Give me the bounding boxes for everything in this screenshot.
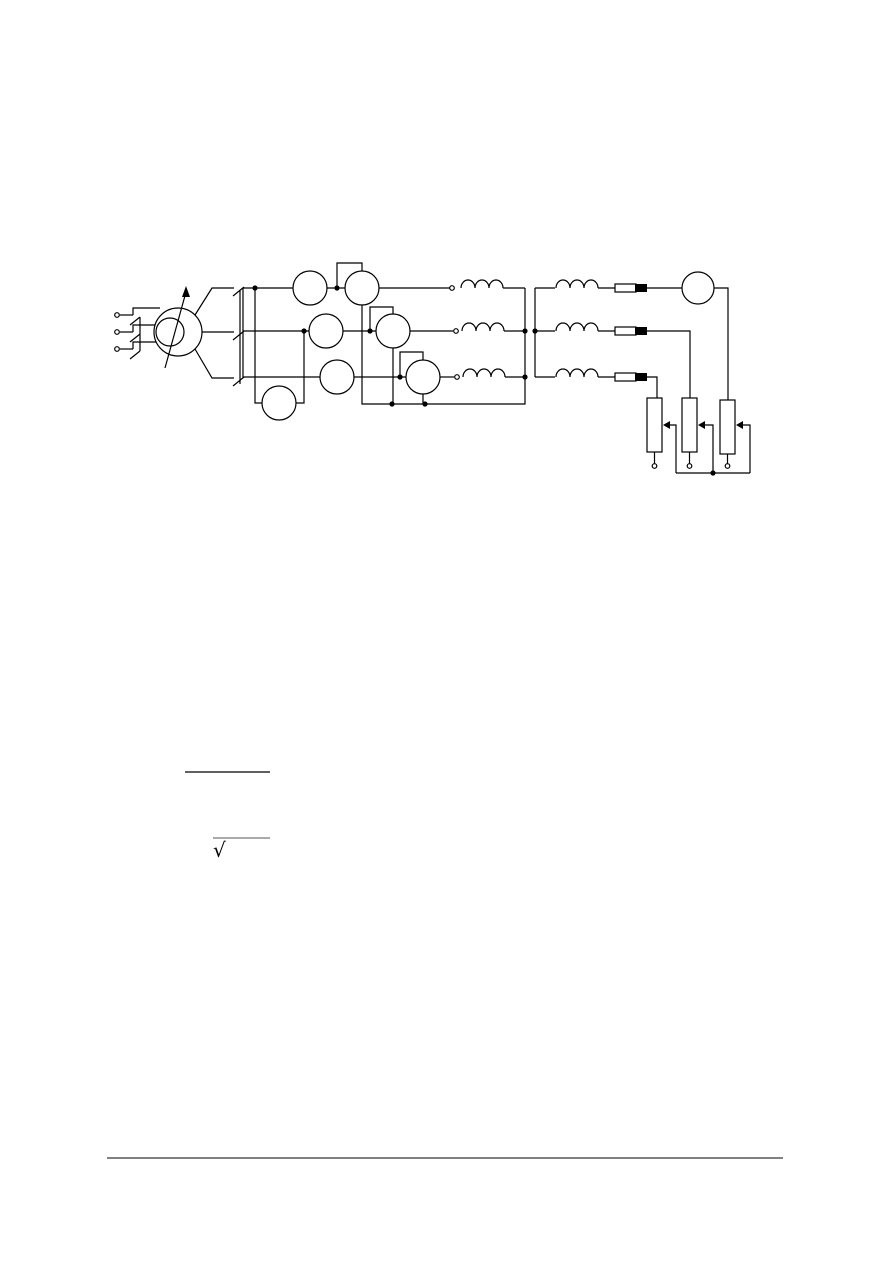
terminal: [686, 463, 693, 469]
meter-circle: [375, 313, 411, 349]
meter-circle: [344, 270, 380, 306]
terminal: [449, 285, 455, 291]
current-transformer-core: [635, 327, 647, 335]
rheostat-slider: [703, 424, 714, 473]
slider-arrow: [736, 421, 743, 429]
current-transformer: [614, 283, 637, 293]
junction-dot: [710, 470, 716, 476]
wire: [132, 307, 160, 349]
rheostat-slider: [741, 424, 751, 473]
wire: [361, 288, 526, 405]
rheostat: [719, 399, 736, 455]
terminal: [724, 463, 731, 469]
meter-circle: [292, 270, 328, 306]
wire: [369, 306, 394, 331]
wire: [336, 262, 363, 288]
wire: [232, 286, 245, 387]
inductor-coil: [555, 368, 599, 378]
arrow-head: [182, 286, 190, 297]
junction-dot: [389, 401, 395, 407]
meter-circle: [261, 385, 297, 421]
terminal: [651, 463, 658, 469]
junction-dot: [522, 374, 528, 380]
terminal: [114, 329, 120, 335]
junction-dot: [422, 401, 428, 407]
current-transformer: [614, 326, 637, 336]
inductor-coil: [461, 322, 505, 332]
meter-circle: [319, 359, 355, 395]
inductor-coil: [460, 279, 504, 289]
meter-circle: [405, 359, 441, 395]
wire: [714, 287, 729, 400]
wire: [647, 330, 691, 398]
meter-circle: [308, 313, 344, 349]
wire: [254, 288, 262, 404]
wire: [194, 287, 234, 379]
terminal: [114, 312, 120, 318]
slider-arrow: [663, 421, 670, 429]
slider-arrow: [698, 421, 705, 429]
terminal: [453, 328, 459, 334]
regulator-arrow: [164, 291, 187, 369]
current-transformer-core: [635, 284, 647, 292]
wire: [392, 348, 424, 404]
wire: [399, 351, 424, 377]
rheostat: [646, 397, 663, 453]
terminal: [454, 374, 460, 380]
current-transformer-core: [635, 373, 647, 381]
rheostat: [681, 397, 698, 453]
wire: [647, 376, 658, 398]
rheostat-slider: [668, 424, 677, 473]
inductor-coil: [555, 279, 599, 289]
transformer-inner: [155, 317, 185, 347]
meter-circle: [681, 271, 715, 305]
wire: [129, 316, 141, 360]
sqrt-symbol: √: [213, 838, 226, 862]
current-transformer: [614, 372, 637, 382]
inductor-coil: [555, 322, 599, 332]
wire: [296, 331, 305, 404]
junction-dot: [522, 328, 528, 334]
terminal: [114, 346, 120, 352]
inductor-coil: [462, 368, 506, 378]
